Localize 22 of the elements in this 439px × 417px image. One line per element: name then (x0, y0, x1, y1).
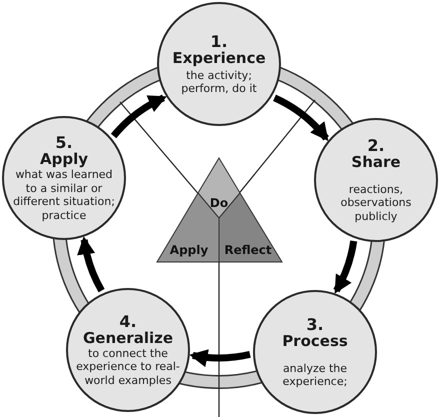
stage-number: 3. (306, 316, 324, 332)
segment-label: Do (210, 196, 228, 210)
cycle-arrow (333, 240, 358, 294)
stage-title: Apply (40, 151, 88, 168)
stage-number: 1. (210, 32, 228, 50)
stage-description: analyze the experience; (282, 362, 348, 388)
stage-number: 4. (119, 312, 137, 330)
stage-description: to connect the experience to real-world examples (76, 346, 180, 388)
segment-label: Reflect (224, 243, 272, 257)
stage-title: Process (282, 332, 348, 350)
cycle-arrow (272, 94, 329, 142)
stage-description: what was learned to a similar or different situation; practice (12, 168, 116, 222)
stage-title: Share (351, 154, 401, 171)
cycle-arrow (78, 236, 105, 292)
stage-description: reactions, observations publicly (340, 182, 412, 224)
cycle-arrow (189, 348, 251, 366)
segment-label: Apply (170, 243, 208, 257)
stage-description: the activity; perform, do it (180, 68, 258, 96)
stage-title: Generalize (82, 330, 174, 347)
stage-number: 2. (367, 136, 385, 154)
stage-number: 5. (55, 134, 73, 151)
stage-title: Experience (172, 50, 266, 66)
